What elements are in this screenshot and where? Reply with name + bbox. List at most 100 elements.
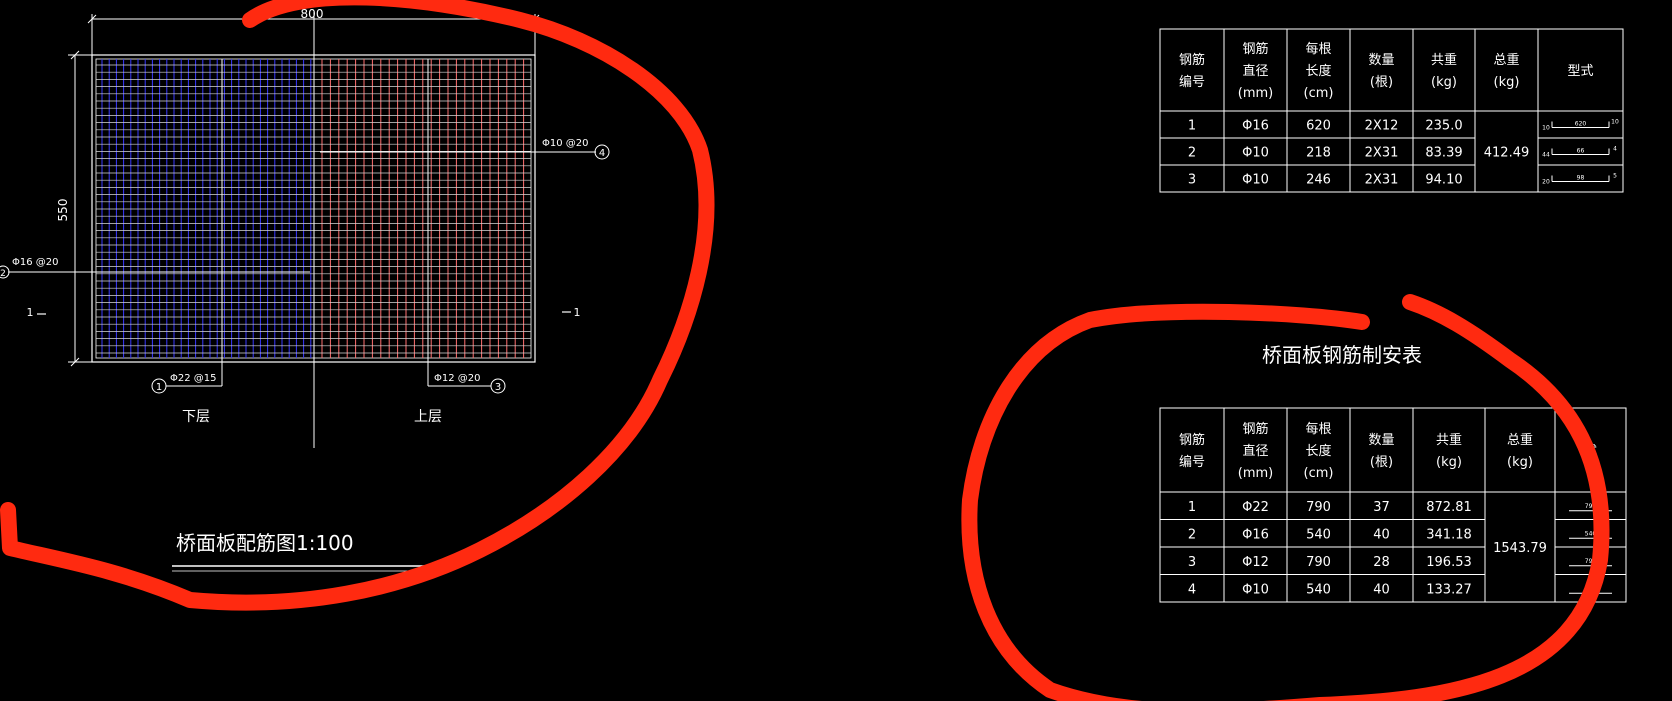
table-cell-dia: Φ10 bbox=[1242, 582, 1269, 597]
table-header-cell: (根) bbox=[1370, 455, 1393, 470]
table-cell-len: 246 bbox=[1306, 173, 1331, 188]
section-mark-right-text: 1 bbox=[574, 306, 581, 319]
shape-dim: 790 bbox=[1585, 558, 1597, 565]
table-header-cell: 直径 bbox=[1242, 444, 1268, 459]
table-header-cell: (kg) bbox=[1436, 455, 1462, 470]
shape-dim-right: 5 bbox=[1613, 173, 1617, 180]
table-cell-no: 3 bbox=[1188, 173, 1196, 188]
table-cell-dia: Φ10 bbox=[1242, 146, 1269, 161]
red-circle-left bbox=[0, 0, 715, 611]
table-header-cell: 共重 bbox=[1436, 432, 1462, 448]
shape-dim: 540 bbox=[1585, 530, 1597, 537]
table-header-cell: 钢筋 bbox=[1179, 432, 1205, 448]
table-cell-no: 3 bbox=[1188, 555, 1196, 570]
table-cell-no: 2 bbox=[1188, 527, 1196, 542]
table-bottom-title: 桥面板钢筋制安表 bbox=[1262, 343, 1422, 367]
table-cell-weight: 133.27 bbox=[1426, 582, 1472, 597]
table-border bbox=[1159, 407, 1627, 603]
shape-dim-right: 4 bbox=[1613, 146, 1617, 153]
table-header-cell: (kg) bbox=[1494, 75, 1520, 90]
table-header-cell: 编号 bbox=[1179, 455, 1205, 470]
table-header-cell: (kg) bbox=[1507, 455, 1533, 470]
table-cell-len: 790 bbox=[1306, 500, 1331, 515]
table-header-cell: 型式 bbox=[1567, 64, 1593, 79]
table-cell-weight: 196.53 bbox=[1426, 555, 1472, 570]
table-cell-weight: 235.0 bbox=[1425, 119, 1462, 134]
table-cell-weight: 83.39 bbox=[1425, 146, 1462, 161]
table-header-cell: (cm) bbox=[1304, 466, 1334, 481]
table-header-cell: 钢筋 bbox=[1242, 41, 1268, 57]
table-cell-len: 218 bbox=[1306, 146, 1331, 161]
table-header-cell: 直径 bbox=[1242, 64, 1268, 79]
red-circle-right bbox=[961, 294, 1610, 701]
table-cell-dia: Φ10 bbox=[1242, 173, 1269, 188]
height-dimension-text: 550 bbox=[56, 199, 70, 222]
table-cell-dia: Φ16 bbox=[1242, 527, 1269, 542]
section-mark-left-text: 1 bbox=[27, 306, 34, 319]
table-header-cell: 总重 bbox=[1507, 432, 1533, 448]
callout-right bbox=[320, 144, 610, 160]
shape-dim-right: 10 bbox=[1611, 119, 1619, 126]
table-header-cell: 每根 bbox=[1305, 421, 1331, 437]
table-cell-weight: 94.10 bbox=[1425, 173, 1462, 188]
table-cell-len: 790 bbox=[1306, 555, 1331, 570]
upper-layer-rebar-grid bbox=[221, 59, 531, 358]
callout-bottom-left bbox=[151, 300, 223, 394]
table-header-cell: 长度 bbox=[1305, 63, 1331, 79]
callout-left-label: Φ16 @20 bbox=[12, 257, 59, 268]
table-header-cell: (kg) bbox=[1431, 75, 1457, 90]
table-total-weight: 1543.79 bbox=[1493, 541, 1547, 556]
lower-layer-rebar-grid bbox=[96, 59, 314, 358]
shape-dim-mid: 98 bbox=[1577, 175, 1585, 182]
callout-bottom-right-number: 3 bbox=[495, 382, 501, 393]
table-cell-no: 4 bbox=[1188, 582, 1196, 597]
table-cell-dia: Φ16 bbox=[1242, 119, 1269, 134]
table-header-cell: 数量 bbox=[1368, 433, 1394, 448]
shape-dim-left: 44 bbox=[1542, 152, 1550, 159]
table-cell-dia: Φ22 bbox=[1242, 500, 1269, 515]
plan-title: 桥面板配筋图1:100 bbox=[176, 531, 354, 555]
label-lower-layer: 下层 bbox=[182, 409, 210, 425]
callout-bottom-right bbox=[427, 300, 506, 394]
table-cell-no: 2 bbox=[1188, 146, 1196, 161]
table-header-cell: (cm) bbox=[1304, 86, 1334, 101]
shape-dim-left: 20 bbox=[1542, 179, 1550, 186]
shape-dim: 790 bbox=[1585, 503, 1597, 510]
callout-right-number: 4 bbox=[599, 148, 605, 159]
table-cell-qty: 40 bbox=[1373, 582, 1390, 597]
shape-dim-left: 10 bbox=[1542, 125, 1550, 132]
table-cell-no: 1 bbox=[1188, 500, 1196, 515]
table-cell-qty: 37 bbox=[1373, 500, 1390, 515]
table-cell-qty: 28 bbox=[1373, 555, 1390, 570]
table-header-cell: 钢筋 bbox=[1242, 421, 1268, 437]
shape-dim-mid: 620 bbox=[1575, 121, 1587, 128]
table-header-cell: 每根 bbox=[1305, 41, 1331, 57]
table-cell-weight: 341.18 bbox=[1426, 527, 1472, 542]
table-cell-no: 1 bbox=[1188, 119, 1196, 134]
red-annotation-marks bbox=[0, 0, 1610, 701]
table-header-cell: 钢筋 bbox=[1179, 52, 1205, 68]
callout-bottom-left-number: 1 bbox=[156, 382, 162, 393]
width-dimension-text: 800 bbox=[301, 7, 324, 21]
table-header-cell: 总重 bbox=[1493, 52, 1519, 68]
table-cell-len: 620 bbox=[1306, 119, 1331, 134]
callout-right-label: Φ10 @20 bbox=[542, 138, 589, 149]
label-upper-layer: 上层 bbox=[414, 409, 442, 425]
table-cell-qty: 40 bbox=[1373, 527, 1390, 542]
table-cell-weight: 872.81 bbox=[1426, 500, 1472, 515]
callout-left-number: 2 bbox=[0, 269, 6, 279]
table-header-cell: 编号 bbox=[1179, 75, 1205, 90]
height-dimension bbox=[68, 50, 92, 367]
table-total-weight: 412.49 bbox=[1484, 146, 1530, 161]
table-cell-qty: 2X31 bbox=[1365, 146, 1399, 161]
table-header-cell: (根) bbox=[1370, 75, 1393, 90]
shape-dim-mid: 66 bbox=[1577, 148, 1585, 155]
table-cell-len: 540 bbox=[1306, 527, 1331, 542]
rebar-plan: 800 550 Φ16 @20 2 Φ10 @20 bbox=[0, 7, 610, 572]
callout-bottom-right-label: Φ12 @20 bbox=[434, 373, 481, 384]
table-cell-dia: Φ12 bbox=[1242, 555, 1269, 570]
table-header-cell: 共重 bbox=[1431, 52, 1457, 68]
table-header-cell: 数量 bbox=[1368, 53, 1394, 68]
